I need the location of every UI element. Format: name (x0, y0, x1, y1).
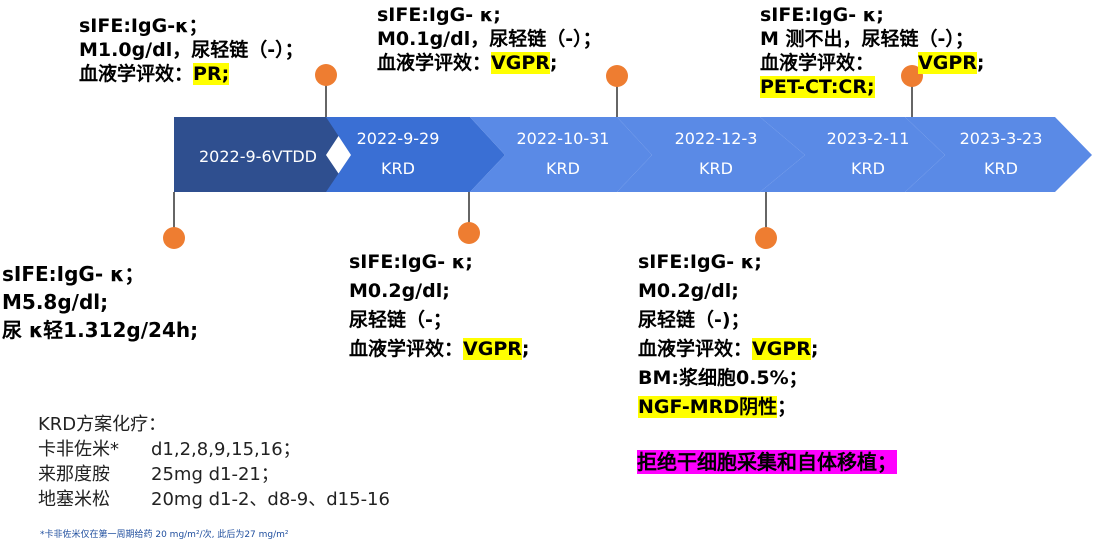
timeline-segment-4 (617, 117, 805, 192)
regimen-row: 地塞米松 20mg d1-2、d8-9、d15-16 (38, 487, 390, 512)
regimen-row: 来那度胺 25mg d1-21； (38, 462, 390, 487)
regimen-footnote: *卡非佐米仅在第一周期给药 20 mg/m²/次, 此后为27 mg/m² (40, 530, 289, 540)
segment-date: 2023-3-23 (960, 129, 1043, 148)
drug-dose: 25mg d1-21； (151, 464, 279, 485)
response-badge: VGPR (918, 52, 977, 74)
annotation-2022-9-6: sIFE:IgG- κ； M5.8g/dl; 尿 κ轻1.312g/24h; (2, 260, 198, 344)
mrd-badge: NGF-MRD阴性 (638, 396, 778, 418)
timepoint-marker (901, 65, 923, 87)
segment-date: 2022-12-3 (675, 129, 758, 148)
ann-urine-light-chain: 尿 κ轻1.312g/24h; (2, 318, 199, 342)
ann-m-protein: M0.2g/dl; (638, 280, 739, 302)
ann-m-protein: M1.0g/dl，尿轻链（-）； (79, 39, 304, 61)
timeline-segment-6 (905, 117, 1092, 192)
annotation-2022-10-31: sIFE:IgG- κ; M0.1g/dl，尿轻链（-）； 血液学评效：VGPR… (377, 3, 602, 75)
timeline-segment-2 (326, 117, 505, 192)
ann-response: 血液学评效：VGPR; (377, 52, 558, 74)
segment-date: 2022-9-6VTDD (199, 147, 317, 166)
segment-regimen: KRD (699, 159, 733, 178)
ann-sife: sIFE:IgG- κ; (760, 4, 884, 26)
segment-regimen: KRD (851, 159, 885, 178)
ann-sife: sIFE:IgG- κ； (2, 262, 145, 286)
timepoint-markers (163, 64, 923, 249)
timepoint-marker (755, 227, 777, 249)
ann-m-protein: M 测不出，尿轻链（-）； (760, 28, 974, 50)
segment-regimen: KRD (381, 159, 415, 178)
ann-sife: sIFE:IgG- κ; (377, 4, 501, 26)
ann-m-protein: M5.8g/dl; (2, 290, 109, 314)
annotation-2022-9-29: sIFE:IgG-κ； M1.0g/dl，尿轻链（-）； 血液学评效：PR; (79, 14, 304, 86)
ann-urine-light-chain: 尿轻链（-)； (638, 309, 750, 331)
timeline-segment-1 (174, 117, 351, 192)
annotation-2023-2-11-bottom: sIFE:IgG- κ; M0.2g/dl; 尿轻链（-)； 血液学评效：VGP… (638, 248, 818, 422)
drug-name: 来那度胺 (38, 464, 110, 485)
segment-regimen: KRD (546, 159, 580, 178)
ann-response: 血液学评效：VGPR; (638, 338, 819, 360)
regimen-block: KRD方案化疗： 卡非佐米* d1,2,8,9,15,16； 来那度胺 25mg d… (38, 412, 390, 512)
ann-sife: sIFE:IgG- κ; (349, 251, 473, 273)
segment-date: 2023-2-11 (827, 129, 910, 148)
response-badge: VGPR (463, 338, 522, 360)
annotation-2022-10-31-bottom: sIFE:IgG- κ; M0.2g/dl; 尿轻链（-； 血液学评效：VGPR… (349, 248, 529, 364)
ann-sife: sIFE:IgG- κ; (638, 251, 762, 273)
response-badge: PR; (193, 63, 230, 85)
timepoint-marker (315, 64, 337, 86)
timeline-segment-3 (470, 117, 652, 192)
drug-dose: d1,2,8,9,15,16； (151, 439, 301, 460)
timeline-segment-5 (760, 117, 945, 192)
ann-bone-marrow: BM:浆细胞0.5%； (638, 367, 808, 389)
ann-m-protein: M0.1g/dl，尿轻链（-）； (377, 28, 602, 50)
drug-name: 地塞米松 (38, 489, 110, 510)
segment-date: 2022-10-31 (517, 129, 610, 148)
ann-response: 血液学评效：VGPR; (349, 338, 530, 360)
regimen-row: 卡非佐米* d1,2,8,9,15,16； (38, 437, 390, 462)
annotation-2023-2-11: sIFE:IgG- κ; M 测不出，尿轻链（-）； 血液学评效：VGPR; P… (760, 3, 984, 99)
pet-ct-badge: PET-CT:CR; (760, 76, 875, 98)
ann-sife: sIFE:IgG-κ； (79, 15, 208, 37)
regimen-title: KRD方案化疗： (38, 414, 167, 435)
ann-pet-ct: PET-CT:CR; (760, 75, 984, 99)
refusal-highlight: 拒绝干细胞采集和自体移植； (637, 450, 897, 474)
drug-dose: 20mg d1-2、d8-9、d15-16 (151, 489, 390, 510)
ann-mrd: NGF-MRD阴性； (638, 396, 797, 418)
ann-response: 血液学评效：PR; (79, 63, 230, 85)
transplant-refusal-note: 拒绝干细胞采集和自体移植； (637, 448, 897, 476)
response-badge: VGPR (491, 52, 550, 74)
ann-m-protein: M0.2g/dl; (349, 280, 450, 302)
ann-response: 血液学评效：VGPR; (760, 52, 985, 74)
timepoint-marker (163, 227, 185, 249)
segment-date: 2022-9-29 (357, 129, 440, 148)
timepoint-marker (458, 222, 480, 244)
segment-regimen: KRD (984, 159, 1018, 178)
ann-urine-light-chain: 尿轻链（-； (349, 309, 452, 331)
timepoint-marker (606, 65, 628, 87)
drug-name: 卡非佐米* (38, 439, 119, 460)
response-badge: VGPR (752, 338, 811, 360)
